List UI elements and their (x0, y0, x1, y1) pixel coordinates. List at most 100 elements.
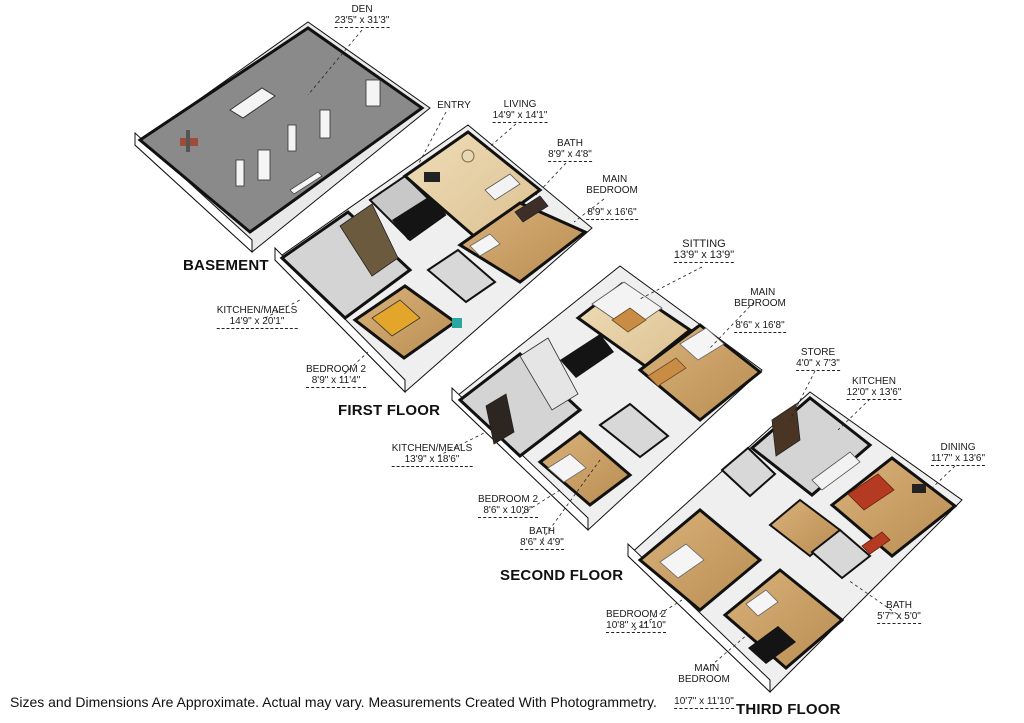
room-name: MAIN BEDROOM (586, 174, 638, 196)
floor-title-first: FIRST FLOOR (338, 402, 441, 419)
teal-chair-icon (452, 318, 462, 328)
room-label-second-main-bedroom: MAIN BEDROOM 8'6" x 16'8" (734, 276, 786, 344)
room-name: BEDROOM 2 (605, 609, 667, 620)
room-dimensions: 13'9" x 18'6" (391, 454, 473, 467)
first-main-bedroom-floor (457, 201, 588, 284)
first-bed (371, 299, 421, 337)
first-floor-plan (274, 124, 593, 394)
basement-column (235, 159, 245, 187)
third-black-cabinet (748, 626, 796, 664)
second-main-bedroom-floor (637, 323, 763, 422)
room-name: ENTRY (437, 100, 471, 111)
second-floor-plan (451, 265, 763, 532)
third-bed (659, 543, 705, 579)
room-name: BATH (886, 600, 912, 611)
basement-column (319, 109, 331, 139)
second-kitchen-counter (519, 337, 579, 411)
second-black-counter (560, 334, 614, 378)
room-label-first-bedroom2: BEDROOM 2 8'9" x 11'4" (305, 364, 367, 388)
room-dimensions: 13'9" x 13'9" (673, 249, 735, 263)
third-crib (745, 589, 779, 617)
room-dimensions: 10'8" x 11'10" (605, 620, 667, 633)
room-dimensions: 4'0" x 7'3" (796, 358, 840, 371)
room-name: KITCHEN (852, 376, 896, 387)
room-dimensions: 5'7" x 5'0" (877, 611, 921, 624)
third-dining-table (847, 473, 895, 511)
first-kitchen-counter (339, 203, 399, 277)
third-red-bench (861, 531, 891, 555)
first-living-floor (402, 130, 543, 239)
first-black-counter (392, 196, 446, 240)
third-store-floor (720, 446, 777, 498)
room-label-second-bedroom2: BEDROOM 2 8'6" x 10'8" (477, 494, 539, 518)
room-name: MAIN BEDROOM (734, 287, 786, 309)
second-bath-floor (598, 402, 670, 459)
second-coffee-table (611, 307, 647, 333)
first-kitchen-floor (279, 210, 413, 320)
basement-inner-wall (229, 87, 276, 119)
floor-title-third: THIRD FLOOR (736, 701, 841, 718)
basement-bench (289, 171, 323, 195)
room-dimensions: 8'9" x 4'8" (548, 149, 592, 162)
room-label-den: DEN 23'5" x 31'3" (334, 4, 390, 28)
room-name: MAIN BEDROOM (678, 663, 730, 685)
room-dimensions: 10'7" x 11'10" (674, 696, 734, 709)
first-dresser (514, 195, 549, 223)
second-bedroom2-bed (547, 453, 587, 483)
room-label-entry: ENTRY (437, 100, 471, 111)
room-label-third-main-bedroom: MAIN BEDROOM 10'7" x 11'10" (674, 652, 734, 720)
room-label-first-bath: BATH 8'9" x 4'8" (548, 138, 592, 162)
room-label-third-dining: DINING 11'7" x 13'6" (930, 442, 986, 466)
room-name: DEN (351, 4, 373, 15)
third-bookshelf (771, 403, 801, 457)
room-name: BEDROOM 2 (477, 494, 539, 505)
room-name: SITTING (682, 238, 726, 250)
room-name: KITCHEN/MAELS (216, 305, 298, 316)
second-desk (647, 357, 687, 387)
first-bath-floor (426, 248, 497, 304)
basement-wall-front (134, 131, 253, 254)
room-dimensions: 14'9" x 14'1" (492, 110, 548, 123)
room-dimensions: 11'7" x 13'6" (930, 453, 986, 466)
room-dimensions: 8'9" x 16'6" (586, 207, 638, 220)
room-label-first-main-bedroom: MAIN BEDROOM 8'9" x 16'6" (586, 163, 638, 231)
room-name: DINING (940, 442, 976, 453)
first-chair-icon (461, 149, 475, 163)
basement-partition (365, 79, 381, 107)
room-label-second-bath: BATH 8'6" x 4'9" (520, 526, 564, 550)
floor-title-second: SECOND FLOOR (500, 567, 624, 584)
exercise-equipment-icon (180, 130, 198, 152)
room-label-second-kitchen: KITCHEN/MEALS 13'9" x 18'6" (391, 443, 473, 467)
room-label-third-bath: BATH 5'7" x 5'0" (877, 600, 921, 624)
room-dimensions: 8'9" x 11'4" (305, 375, 367, 388)
room-dimensions: 23'5" x 31'3" (334, 15, 390, 28)
third-bath-floor (810, 528, 872, 580)
room-dimensions: 8'6" x 16'8" (734, 320, 786, 333)
room-label-sitting: SITTING 13'9" x 13'9" (673, 238, 735, 263)
room-dimensions: 12'0" x 13'6" (846, 387, 902, 400)
room-name: KITCHEN/MEALS (391, 443, 473, 454)
second-bed (679, 327, 725, 361)
third-tv-icon (912, 484, 926, 493)
room-dimensions: 8'6" x 10'8" (477, 505, 539, 518)
room-label-third-kitchen: KITCHEN 12'0" x 13'6" (846, 376, 902, 400)
second-dark-cabinet (485, 393, 515, 445)
room-name: STORE (800, 347, 836, 358)
room-dimensions: 14'9" x 20'1" (216, 316, 298, 329)
basement-den-floor (137, 26, 425, 234)
floor-title-basement: BASEMENT (183, 257, 269, 274)
room-name: BATH (557, 138, 583, 149)
basement-plan (134, 21, 431, 254)
leader-lines (264, 29, 956, 671)
first-sofa (484, 173, 521, 201)
room-name: BEDROOM 2 (305, 364, 367, 375)
room-label-store: STORE 4'0" x 7'3" (796, 347, 840, 371)
room-label-first-kitchen: KITCHEN/MAELS 14'9" x 20'1" (216, 305, 298, 329)
third-floor-plan (627, 391, 963, 694)
basement-column (287, 124, 297, 152)
room-name: LIVING (503, 99, 537, 110)
first-crib (469, 233, 501, 257)
basement-column (257, 149, 271, 181)
tv-icon (424, 172, 440, 182)
